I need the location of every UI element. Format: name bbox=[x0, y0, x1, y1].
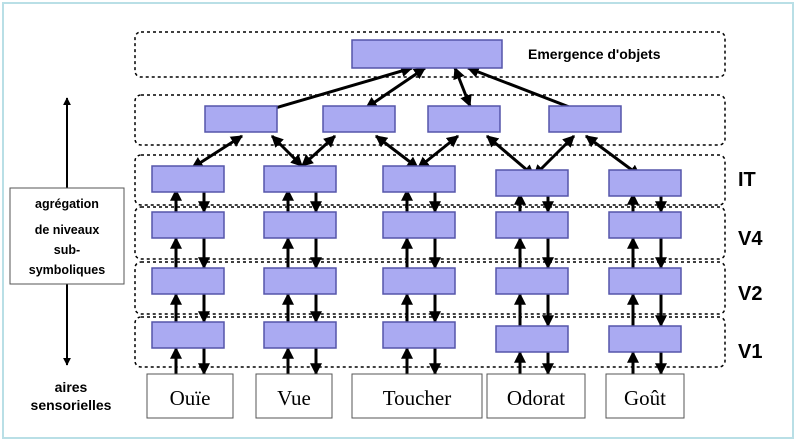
node-v1-1 bbox=[151, 321, 225, 349]
sensory-areas-label-line-2: sensorielles bbox=[31, 397, 112, 413]
level-label-it: IT bbox=[738, 169, 756, 191]
column-arrows-v4-v2 bbox=[170, 236, 667, 270]
sense-label-odorat: Odorat bbox=[507, 386, 565, 410]
sense-label-vue: Vue bbox=[277, 386, 311, 410]
level-label-v1: V1 bbox=[738, 341, 762, 363]
node-agg-1 bbox=[204, 105, 278, 133]
side-label-line-4: symboliques bbox=[29, 263, 105, 277]
arrow-agg-5 bbox=[417, 134, 459, 170]
sense-box-odorat bbox=[486, 373, 586, 419]
node-it-5 bbox=[608, 169, 682, 197]
column-arrows-v2-v1 bbox=[170, 292, 667, 328]
level-label-v4: V4 bbox=[738, 228, 763, 250]
arrow-agg-2 bbox=[270, 134, 304, 168]
column-arrows-v1-senses bbox=[170, 346, 667, 376]
side-label-box bbox=[9, 187, 125, 285]
node-v4-1 bbox=[151, 211, 225, 239]
node-agg-4 bbox=[548, 105, 622, 133]
node-v4-5 bbox=[608, 211, 682, 239]
sense-label-ouie: Ouïe bbox=[170, 386, 211, 410]
node-it-1 bbox=[151, 165, 225, 193]
band-aggregation bbox=[134, 94, 726, 146]
node-v2-4 bbox=[495, 267, 569, 295]
node-v1-5 bbox=[608, 325, 682, 353]
node-v1-2 bbox=[263, 321, 337, 349]
arrow-agg-3 bbox=[300, 134, 337, 168]
node-it-4 bbox=[495, 169, 569, 197]
sensory-areas-label-line-1: aires bbox=[55, 379, 88, 395]
arrow-agg-4 bbox=[375, 134, 419, 170]
node-agg-3 bbox=[427, 105, 501, 133]
side-label-line-1: agrégation bbox=[35, 197, 99, 211]
node-agg-2 bbox=[322, 105, 396, 133]
node-v2-2 bbox=[263, 267, 337, 295]
arrow-top-2 bbox=[365, 66, 426, 110]
node-it-3 bbox=[382, 165, 456, 193]
node-v4-2 bbox=[263, 211, 337, 239]
node-v4-4 bbox=[495, 211, 569, 239]
sense-box-toucher bbox=[351, 373, 483, 419]
node-v2-5 bbox=[608, 267, 682, 295]
node-objects bbox=[351, 39, 503, 69]
sense-box-ouie bbox=[146, 373, 234, 419]
node-v4-3 bbox=[382, 211, 456, 239]
sense-box-gout bbox=[605, 373, 685, 419]
sense-box-vue bbox=[255, 373, 333, 419]
level-label-v2: V2 bbox=[738, 283, 762, 305]
column-arrows-it-v4 bbox=[170, 188, 667, 214]
side-label-line-3: sub- bbox=[54, 243, 80, 257]
band-objects bbox=[134, 31, 726, 78]
objects-emergence-label: Emergence d'objets bbox=[528, 46, 661, 62]
side-label-line-2: de niveaux bbox=[35, 223, 100, 237]
arrow-top-3 bbox=[453, 66, 472, 108]
node-v1-3 bbox=[382, 321, 456, 349]
sense-label-gout: Goût bbox=[624, 386, 666, 410]
node-v2-1 bbox=[151, 267, 225, 295]
node-v2-3 bbox=[382, 267, 456, 295]
node-it-2 bbox=[263, 165, 337, 193]
arrow-agg-1 bbox=[190, 134, 244, 170]
node-v1-4 bbox=[495, 325, 569, 353]
sense-label-toucher: Toucher bbox=[383, 386, 452, 410]
